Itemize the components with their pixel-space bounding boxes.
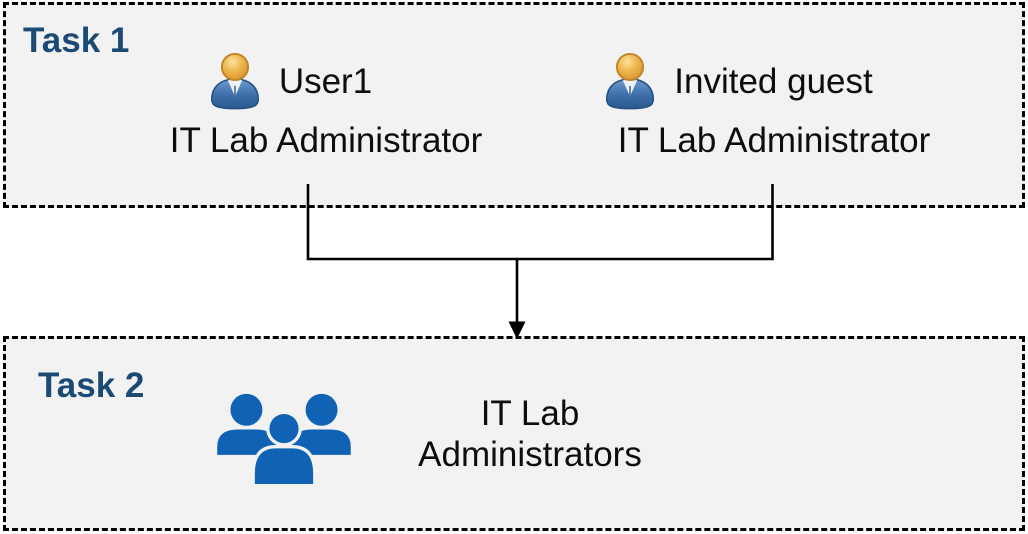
user1-row: User1 — [98, 50, 478, 114]
group-name-line2: Administrators — [418, 435, 642, 474]
user-block-invited-guest: Invited guest IT Lab Administrator — [584, 50, 964, 161]
task2-box: Task 2 IT Lab Administrators — [3, 336, 1025, 531]
user-block-user1: User1 IT Lab Administrator — [136, 50, 516, 161]
person-icon — [210, 52, 259, 110]
group-name: IT Lab Administrators — [344, 393, 716, 475]
group-name-line1: IT Lab — [480, 394, 580, 433]
group-icon — [217, 393, 351, 485]
person-icon — [606, 52, 655, 110]
invited-guest-row: Invited guest — [546, 50, 926, 114]
invited-guest-name: Invited guest — [674, 62, 873, 101]
invited-guest-role: IT Lab Administrator — [617, 121, 931, 160]
task2-label: Task 2 — [38, 366, 145, 405]
task1-box: Task 1 User1 IT Lab Administrator — [3, 2, 1025, 208]
task1-label: Task 1 — [23, 21, 130, 60]
user1-role: IT Lab Administrator — [169, 121, 483, 160]
user1-name: User1 — [278, 62, 373, 101]
